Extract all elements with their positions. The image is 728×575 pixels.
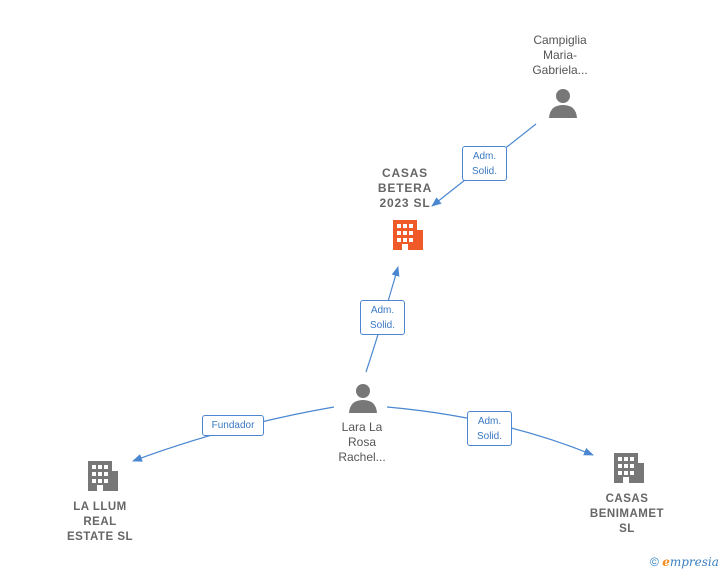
edge-label-campiglia-betera[interactable]: Adm. Solid. [462,146,507,181]
building-icon[interactable] [86,459,120,493]
node-label-la-llum[interactable]: LA LLUM REAL ESTATE SL [66,501,134,543]
footer-brand: © empresia [650,555,719,569]
node-label-casas-benimamet[interactable]: CASAS BENIMAMET SL [589,493,665,535]
person-icon[interactable] [348,383,378,413]
node-label-casas-betera[interactable]: CASAS BETERA 2023 SL [377,166,433,210]
building-icon[interactable] [391,218,425,252]
building-icon[interactable] [612,451,646,485]
person-icon[interactable] [548,88,578,118]
edge-label-lara-betera[interactable]: Adm. Solid. [360,300,405,335]
copyright-icon: © [650,555,659,569]
node-label-campiglia[interactable]: Campiglia Maria- Gabriela... [532,33,588,77]
node-label-lara[interactable]: Lara La Rosa Rachel... [338,420,386,464]
edge-label-lara-benimamet[interactable]: Adm. Solid. [467,411,512,446]
edge-label-lara-llum[interactable]: Fundador [202,415,264,436]
brand-logo[interactable]: empresia [662,555,719,569]
